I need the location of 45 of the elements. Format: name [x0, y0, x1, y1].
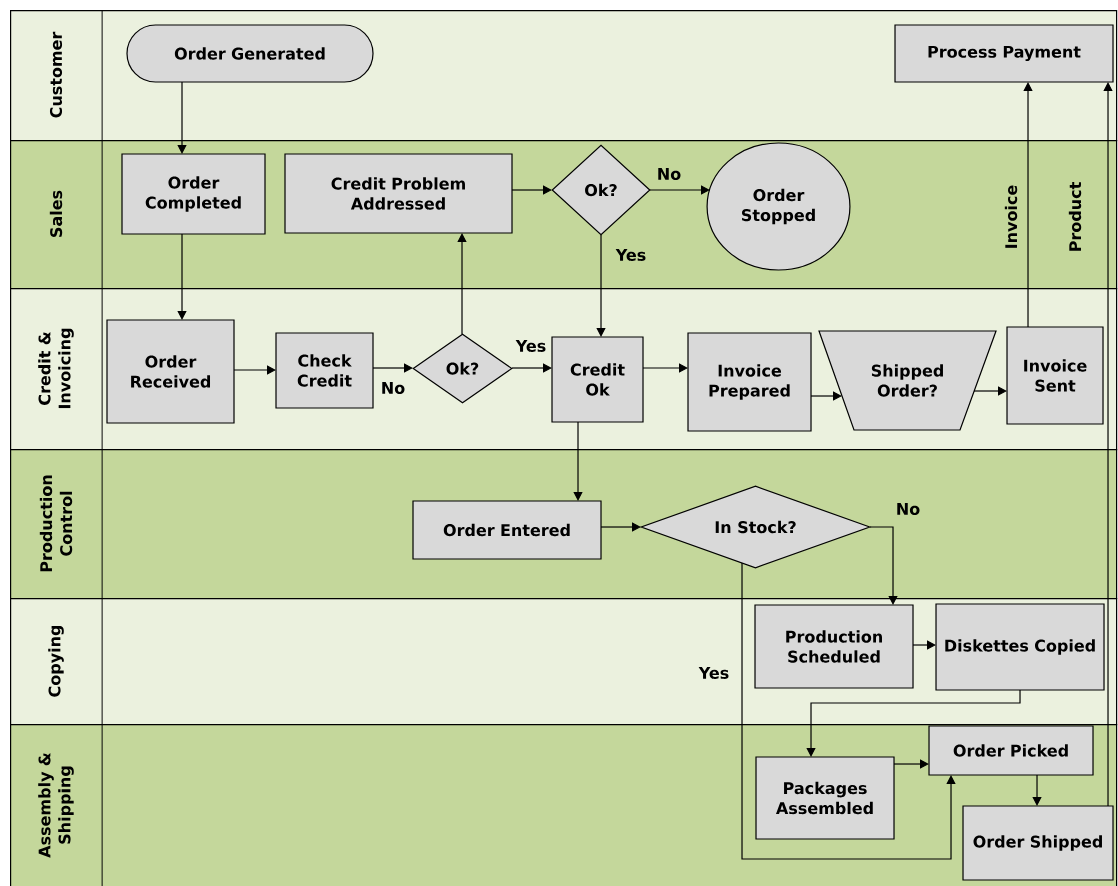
process-box: Order Completed — [121, 153, 266, 235]
arrow — [573, 421, 583, 501]
process-box: Order Received — [106, 319, 235, 424]
process-box: Order Picked — [928, 725, 1094, 776]
process-box: Check Credit — [275, 332, 374, 409]
arrow — [511, 185, 552, 195]
process-box: Invoice Prepared — [687, 332, 812, 432]
arrow — [600, 522, 641, 532]
arrow — [177, 233, 187, 320]
process-box: Packages Assembled — [755, 756, 895, 840]
process-box: Order Shipped — [962, 805, 1114, 881]
arrow — [233, 365, 276, 375]
arrow — [810, 391, 842, 401]
arrow — [893, 759, 929, 769]
arrow — [457, 233, 467, 335]
edge-label: No — [382, 382, 405, 394]
arrow — [869, 526, 898, 605]
edge-label: Product — [1068, 182, 1082, 251]
arrow — [1023, 82, 1033, 328]
edge-label: Yes — [515, 340, 546, 352]
arrow — [649, 185, 710, 195]
terminal-box: Order Generated — [126, 24, 374, 83]
arrow — [596, 234, 606, 337]
edge-label: Yes — [698, 667, 729, 679]
arrow — [741, 562, 956, 860]
arrow — [912, 640, 936, 650]
arrow — [642, 363, 688, 373]
process-box: Invoice Sent — [1006, 326, 1104, 425]
edge-label: Yes — [615, 249, 646, 261]
edge-label: Invoice — [1004, 185, 1018, 248]
process-box: Order Entered — [412, 500, 602, 560]
edge-label: No — [658, 168, 681, 180]
arrow — [511, 363, 552, 373]
arrow — [806, 689, 1021, 757]
process-box: Credit Problem Addressed — [284, 153, 513, 234]
process-box: Diskettes Copied — [935, 603, 1105, 691]
edge-label: No — [897, 503, 920, 515]
arrow — [372, 363, 413, 373]
arrow — [973, 386, 1007, 396]
arrow — [177, 81, 187, 154]
arrow — [1032, 774, 1042, 806]
arrow — [1103, 82, 1113, 807]
process-box: Credit Ok — [551, 336, 644, 423]
process-box: Production Scheduled — [754, 604, 914, 689]
process-box: Process Payment — [894, 24, 1114, 83]
